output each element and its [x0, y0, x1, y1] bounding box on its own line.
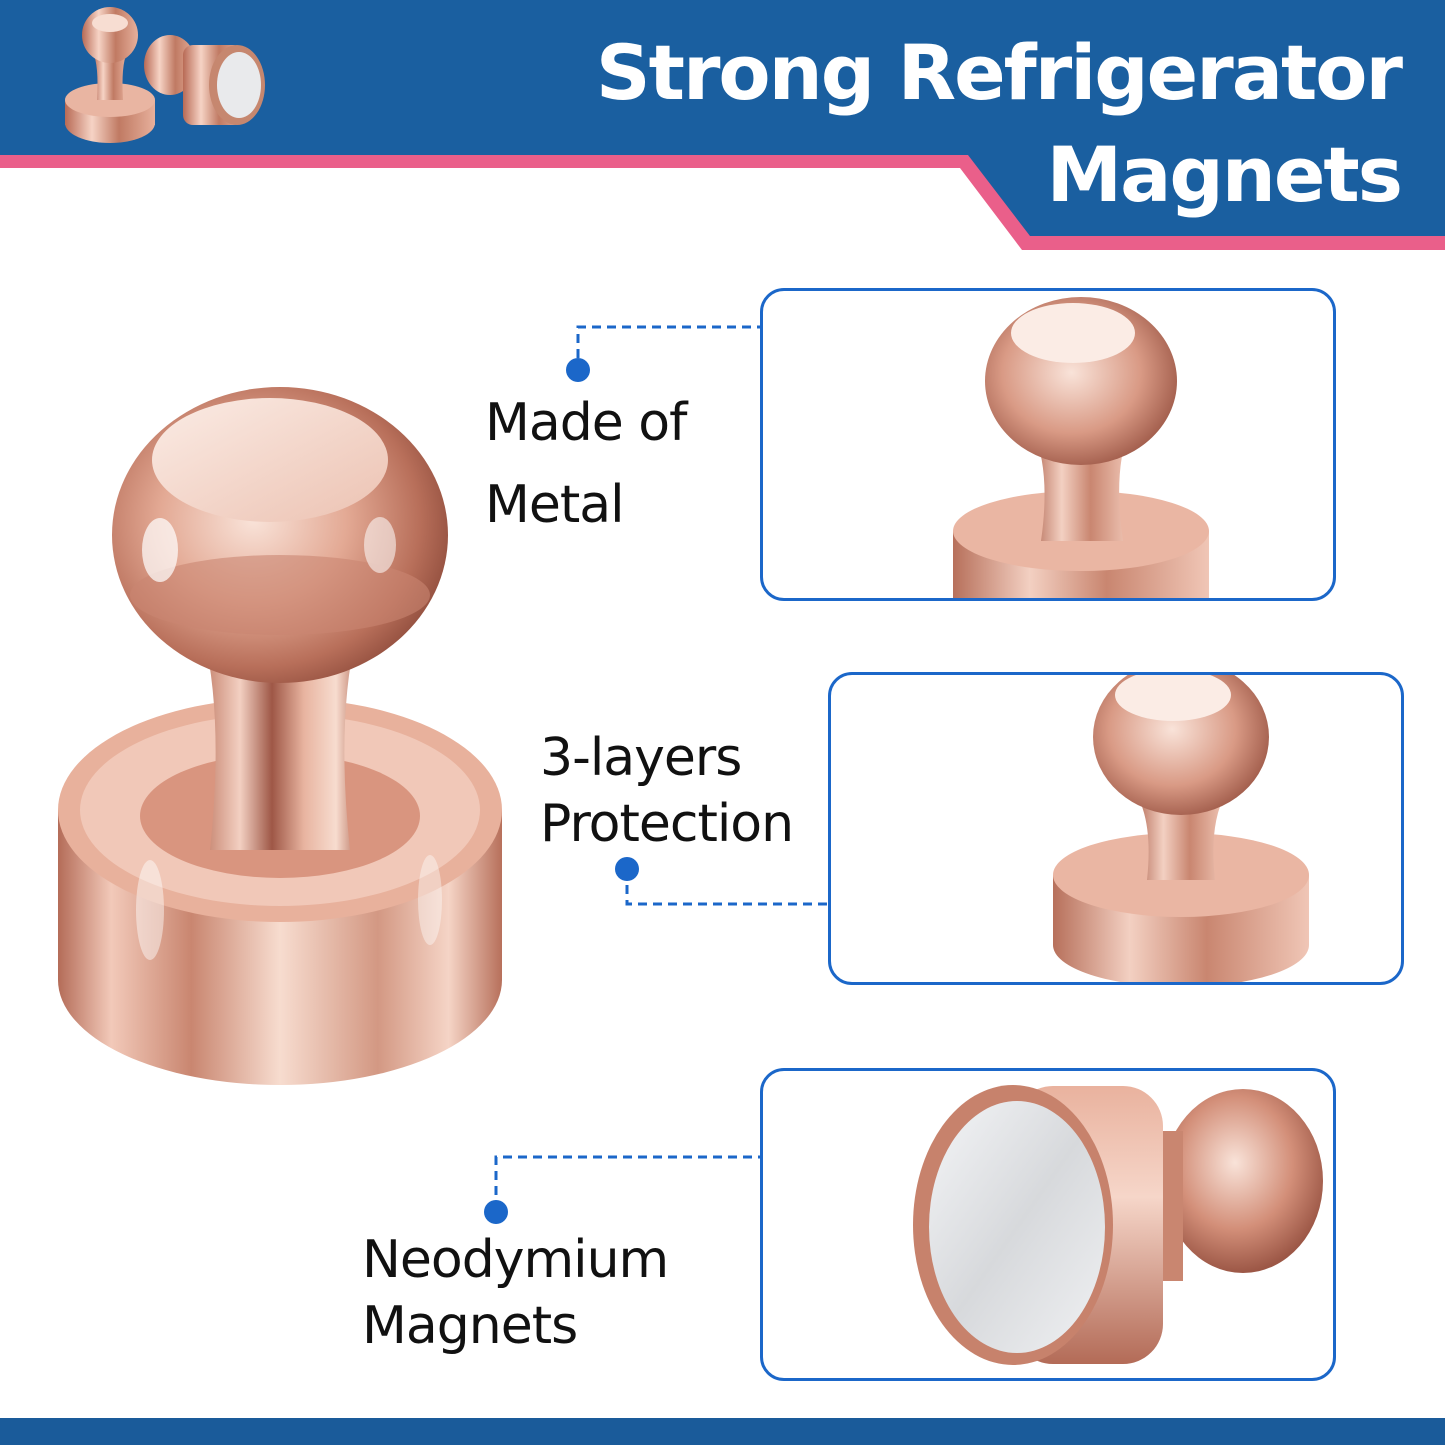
title-line-1: Strong Refrigerator: [595, 28, 1403, 117]
page-title: Strong Refrigerator Magnets: [595, 22, 1403, 226]
feature-label-line: Neodymium: [362, 1230, 669, 1290]
feature-label-protection: 3-layers Protection: [540, 725, 794, 857]
main-magnet-illustration: [58, 387, 502, 1085]
feature-label-metal: Made of Metal: [485, 390, 687, 538]
feature-label-line: 3-layers: [540, 728, 742, 788]
feature-label-neodymium: Neodymium Magnets: [362, 1227, 669, 1359]
feature-label-line: Metal: [485, 475, 625, 535]
push-pin-magnet-closeup-icon: [1053, 675, 1309, 982]
feature-label-line: Protection: [540, 794, 794, 854]
feature-label-line: Made of: [485, 393, 687, 453]
feature-panel-neodymium: [760, 1068, 1336, 1381]
callout-connector-1: [566, 325, 1048, 382]
header-banner: [0, 0, 1445, 250]
product-logo-icon: [65, 7, 265, 143]
title-line-2: Magnets: [1046, 130, 1403, 219]
feature-panel-metal: [760, 288, 1336, 601]
footer-bar: [0, 1418, 1445, 1445]
feature-label-line: Magnets: [362, 1296, 578, 1356]
push-pin-magnet-closeup-icon: [953, 297, 1209, 598]
feature-panel-protection: [828, 672, 1404, 985]
magnet-base-closeup-icon: [913, 1085, 1323, 1365]
